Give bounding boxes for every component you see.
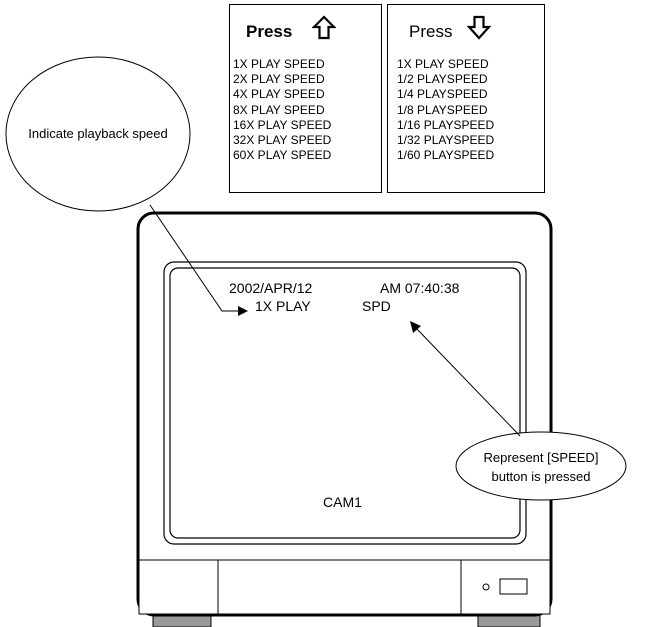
arrow-right-icon: [238, 306, 248, 316]
power-button: [499, 578, 528, 595]
list-item: 1/8 PLAYSPEED: [397, 102, 488, 117]
callout-leader-line: [149, 204, 240, 312]
list-item: 1X PLAY SPEED: [233, 57, 325, 71]
press-down-speed-list: 1X PLAY SPEED 1/2 PLAYSPEED 1/4 PLAYSPEE…: [397, 57, 494, 163]
list-item: 4X PLAY SPEED: [233, 87, 325, 102]
list-item: 2X PLAY SPEED: [233, 72, 325, 87]
list-item: 32X PLAY SPEED: [233, 133, 332, 148]
list-item: 1X PLAY SPEED: [397, 57, 489, 71]
callout-playback-speed-text: Indicate playback speed: [28, 126, 168, 141]
list-item: 1/4 PLAYSPEED: [397, 87, 488, 102]
list-item: 16X PLAY SPEED: [233, 117, 332, 132]
press-up-speed-list: 1X PLAY SPEED 2X PLAY SPEED 4X PLAY SPEE…: [233, 57, 331, 163]
list-item: 8X PLAY SPEED: [233, 102, 325, 117]
callout-leader-line-2: [415, 327, 521, 437]
screen-time: AM 07:40:38: [380, 280, 460, 296]
arrow-up-outline-icon: [312, 15, 336, 40]
monitor-bottom-panel: [138, 559, 551, 615]
list-item: 1/2 PLAYSPEED: [397, 72, 488, 87]
list-item: 1/32 PLAYSPEED: [397, 133, 495, 148]
power-led-icon: [482, 583, 490, 591]
arrow-up-left-icon: [410, 321, 421, 333]
screen-date: 2002/APR/12: [229, 280, 313, 296]
callout-playback-speed-bubble: [5, 56, 191, 212]
press-up-box: Press 1X PLAY SPEED 2X PLAY SPEED 4X PLA…: [229, 4, 382, 193]
list-item: 1/16 PLAYSPEED: [397, 117, 495, 132]
press-up-title: Press: [246, 22, 293, 41]
callout-speed-button-line2: button is pressed: [491, 469, 591, 484]
screen-play-status: 1X PLAY: [255, 298, 311, 314]
list-item: 60X PLAY SPEED: [233, 148, 332, 163]
arrow-down-outline-icon: [467, 15, 491, 40]
press-down-title: Press: [409, 22, 453, 41]
callout-speed-button-line1: Represent [SPEED]: [483, 450, 599, 465]
screen-speed-indicator: SPD: [362, 298, 391, 314]
list-item: 1/60 PLAYSPEED: [397, 148, 495, 163]
screen: [169, 267, 521, 539]
callout-speed-button-bubble: [455, 431, 627, 501]
callout-speed-button-text: Represent [SPEED] button is pressed: [460, 448, 622, 486]
screen-camera-label: CAM1: [323, 494, 362, 510]
press-down-box: Press 1X PLAY SPEED 1/2 PLAYSPEED 1/4 PL…: [387, 4, 545, 193]
